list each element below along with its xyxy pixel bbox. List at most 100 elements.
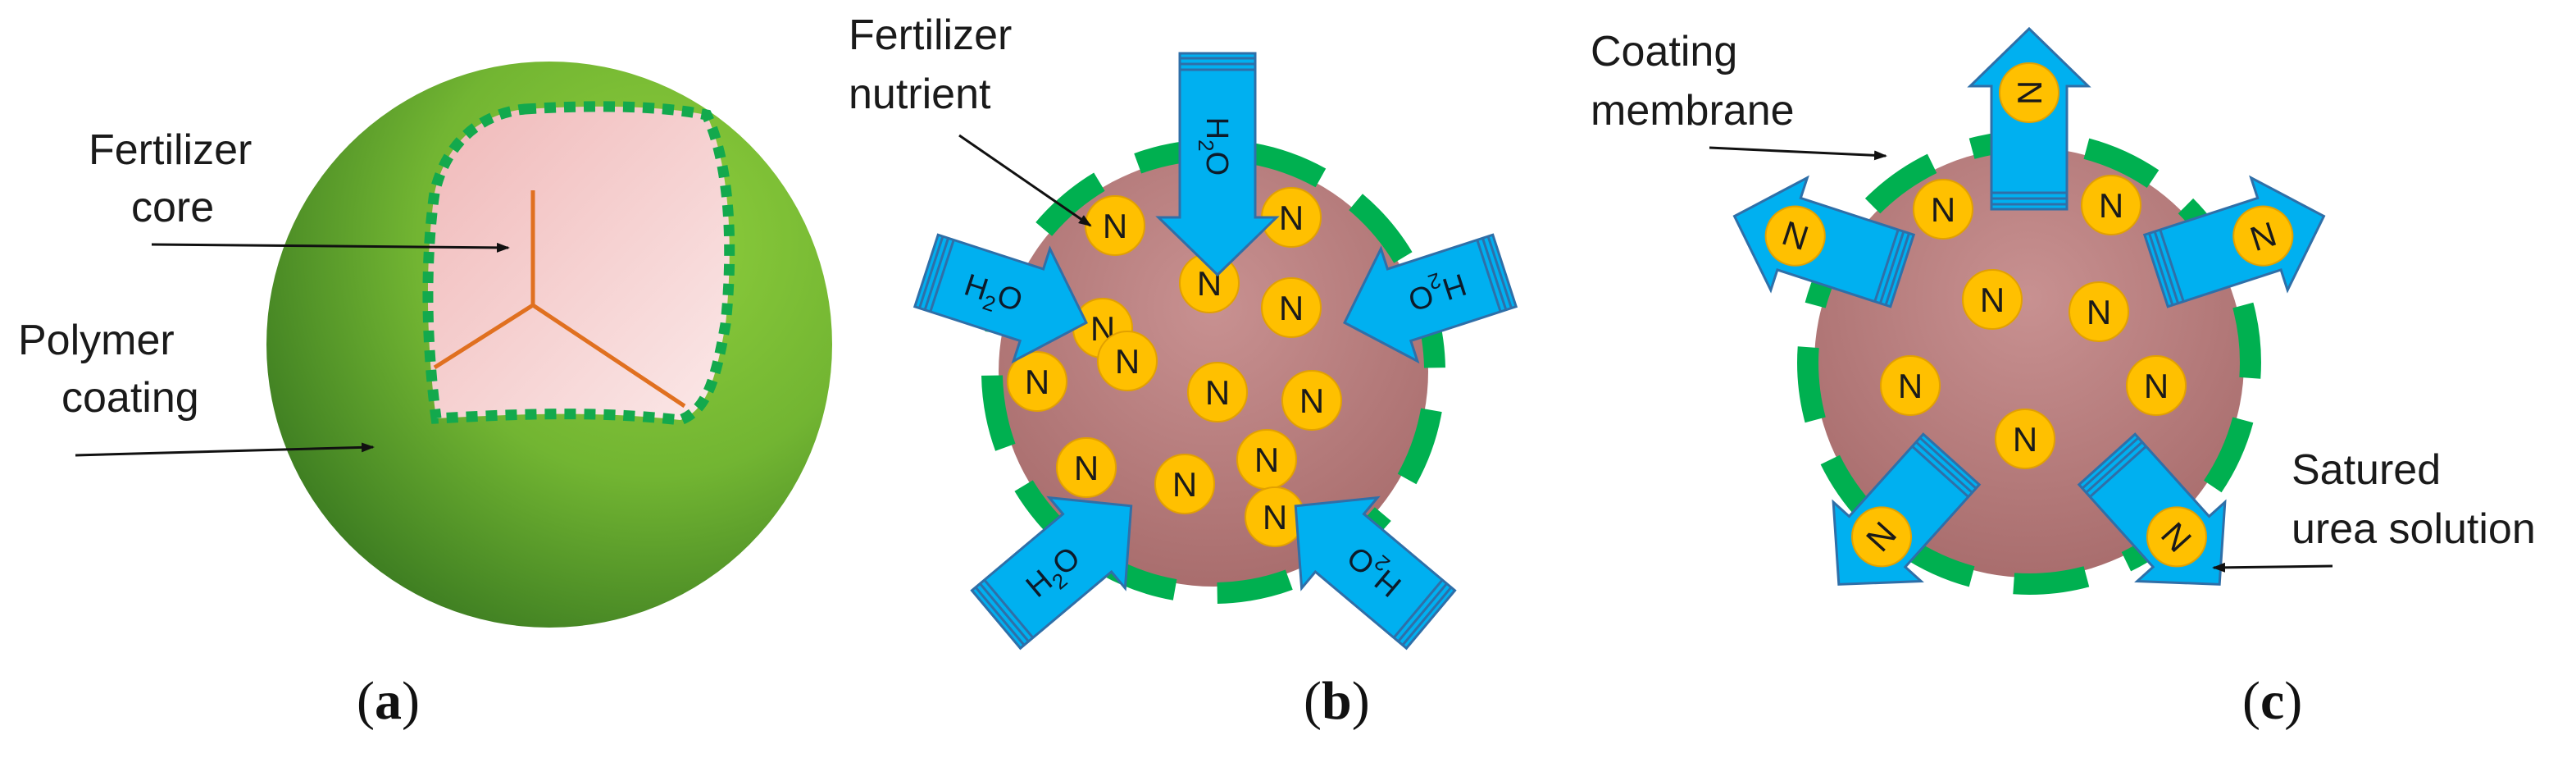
membrane-segment	[1864, 153, 1937, 214]
particle-label: N	[1115, 342, 1140, 381]
particle-label: N	[1279, 289, 1304, 327]
nutrient-particle: N	[1245, 486, 1305, 547]
label-fertilizer-nutrient-2: nutrient	[849, 71, 991, 118]
particle-label: N	[1931, 190, 1955, 229]
label-polymer-coating-2: coating	[61, 374, 199, 422]
leader-polymer-coating	[75, 442, 375, 457]
svg-text:Satured: Satured	[2292, 446, 2441, 494]
label-fertilizer-nutrient: Fertilizer	[849, 11, 1012, 59]
particle-label: N	[1980, 281, 2005, 319]
nutrient-particle: N	[1187, 362, 1248, 422]
particle-label: N	[2087, 293, 2111, 331]
leader-coating-membrane	[1709, 146, 1887, 161]
caption-a: a	[375, 671, 402, 731]
membrane-segment	[981, 375, 1016, 451]
membrane-segment	[2203, 417, 2254, 493]
particle-label: N	[1025, 363, 1049, 401]
label-coating-membrane: Coating	[1591, 28, 1737, 75]
nutrient-particle: N	[2146, 506, 2207, 568]
label-satured-urea-2: urea solution	[2292, 505, 2536, 553]
nutrient-particle: N	[2069, 281, 2129, 342]
particle-label: N	[2013, 420, 2037, 459]
membrane-segment	[1035, 172, 1105, 236]
label-fertilizer-core-2: core	[131, 184, 214, 231]
water-arrow: H2O	[1343, 233, 1518, 364]
membrane-segment	[2232, 302, 2261, 379]
water-arrow: H2O	[913, 233, 1088, 364]
nutrient-particle: N	[1999, 62, 2059, 123]
fertilizer-core-cutaway	[422, 101, 735, 426]
particle-label: N	[1074, 449, 1099, 487]
leader-fertilizer-nutrient	[958, 134, 1092, 227]
membrane-segment	[1397, 408, 1442, 485]
svg-text:Fertilizer: Fertilizer	[89, 126, 252, 174]
membrane-segment	[1797, 346, 1826, 423]
svg-text:(a): (a)	[357, 671, 420, 731]
svg-text:(b): (b)	[1304, 671, 1370, 731]
nutrient-particle: N	[1261, 277, 1322, 338]
particle-label: N	[1172, 465, 1197, 504]
nutrient-particle: N	[1007, 351, 1067, 412]
nutrient-particle: N	[1851, 506, 1913, 568]
core-section-lines	[433, 190, 686, 409]
nutrient-particle: N	[1962, 269, 2023, 330]
nutrient-particle: N	[1097, 331, 1158, 391]
water-arrows-b: H2O H2O H2O H2O H2O	[913, 52, 1518, 651]
label-fertilizer-core: Fertilizer	[89, 126, 252, 174]
label-coating-membrane-2: membrane	[1591, 87, 1795, 135]
nutrient-particle: N	[1154, 454, 1215, 514]
release-arrow: N	[2142, 175, 2326, 308]
particle-label: N	[1279, 199, 1304, 237]
nutrient-particle: N	[2232, 205, 2294, 267]
release-arrow: N	[1732, 175, 1916, 308]
h2o-label: H2O	[1194, 117, 1234, 176]
svg-text:nutrient: nutrient	[849, 71, 991, 118]
nutrient-particle: N	[1056, 437, 1117, 498]
svg-text:(c): (c)	[2242, 671, 2302, 731]
membrane-segment	[2083, 138, 2160, 189]
particle-label: N	[1263, 498, 1287, 537]
leader-fertilizer-core	[151, 242, 510, 253]
particle-label: N	[1103, 207, 1127, 245]
svg-text:Fertilizer: Fertilizer	[849, 11, 1012, 59]
nutrient-particle: N	[1281, 370, 1342, 431]
nutrient-particle: N	[2081, 175, 2141, 235]
leader-satured-urea	[2212, 562, 2333, 573]
label-satured-urea: Satured	[2292, 446, 2441, 494]
membrane-segment	[1217, 569, 1293, 604]
release-arrow: N	[1832, 432, 1982, 586]
nutrient-particle: N	[1261, 187, 1322, 248]
panel-a: Fertilizer core Polymer coating (a)	[18, 62, 832, 731]
label-polymer-coating: Polymer	[18, 317, 175, 364]
particle-label: N	[1254, 441, 1279, 479]
svg-text:coating: coating	[61, 374, 199, 422]
svg-text:core: core	[131, 184, 214, 231]
particle-label: N	[2010, 80, 2049, 105]
nutrient-particle: N	[1764, 205, 1826, 267]
nutrient-particle: N	[1995, 409, 2055, 469]
nutrient-particle: N	[1913, 179, 1973, 240]
membrane-segment	[2013, 566, 2090, 595]
membrane-segment	[1349, 194, 1413, 263]
particle-label: N	[1898, 367, 1923, 405]
caption-b: b	[1322, 671, 1352, 731]
svg-text:Polymer: Polymer	[18, 317, 175, 364]
nutrient-particle: N	[1880, 355, 1941, 416]
nutrient-particle: N	[1085, 195, 1145, 256]
particle-label: N	[1299, 381, 1324, 420]
water-arrow: H2O	[970, 495, 1133, 651]
water-arrow: H2O	[1294, 495, 1457, 651]
nutrient-particle: N	[2126, 355, 2187, 416]
svg-text:Coating: Coating	[1591, 28, 1737, 75]
release-arrow: N	[1967, 26, 2091, 211]
water-arrow: H2O	[1155, 52, 1280, 277]
particle-label: N	[1205, 373, 1230, 412]
particle-label: N	[2099, 186, 2123, 225]
particle-label: N	[2144, 367, 2169, 405]
svg-text:membrane: membrane	[1591, 87, 1795, 135]
